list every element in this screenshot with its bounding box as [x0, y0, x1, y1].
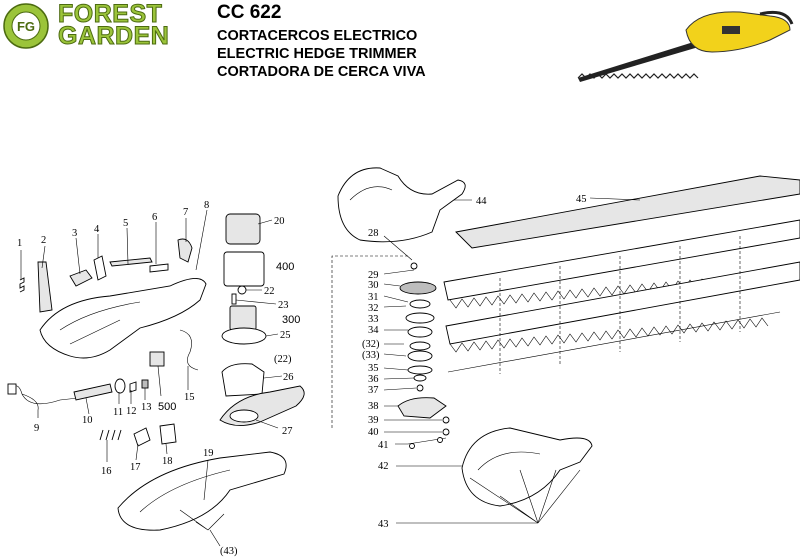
- callout-41: 41: [378, 440, 389, 451]
- callout-6: 6: [152, 212, 157, 223]
- callout-30: 30: [368, 280, 379, 291]
- callout-3: 3: [72, 228, 77, 239]
- header: FG FOREST GARDEN CC 622 CORTACERCOS ELEC…: [0, 0, 800, 90]
- callout-8: 8: [204, 200, 209, 211]
- callout-15: 15: [184, 392, 195, 403]
- leader-lines: [20, 197, 641, 547]
- callout-500: 500: [158, 401, 176, 413]
- hedge-trimmer-photo: [577, 10, 794, 82]
- callout-25: 25: [280, 330, 291, 341]
- callout-33: 33: [368, 314, 379, 325]
- part-callouts: 1 2 3 4 5 6 7 8 9 10 11 12 13 500 15 16 …: [17, 194, 587, 557]
- callout-44: 44: [476, 196, 487, 207]
- callout-32: 32: [368, 303, 379, 314]
- callout-19: 19: [203, 448, 214, 459]
- callout-13: 13: [141, 402, 152, 413]
- callout-22: 22: [264, 286, 275, 297]
- callout-29: 29: [368, 270, 379, 281]
- callout-26: 26: [283, 372, 294, 383]
- callout-28: 28: [368, 228, 379, 239]
- callout-18: 18: [162, 456, 173, 467]
- callout-7: 7: [183, 207, 188, 218]
- callout-34: 34: [368, 325, 379, 336]
- left-parts-group: [7, 213, 305, 531]
- brand-line-2: GARDEN: [57, 22, 170, 50]
- callout-20: 20: [274, 216, 285, 227]
- callout-300: 300: [282, 314, 300, 326]
- callout-45: 45: [576, 194, 587, 205]
- callout-31: 31: [368, 292, 379, 303]
- callout-9: 9: [34, 423, 39, 434]
- callout-4: 4: [94, 224, 100, 235]
- callout-43: 43: [378, 519, 389, 530]
- callout-16: 16: [101, 466, 112, 477]
- callout-22-paren: (22): [274, 354, 292, 365]
- callout-37: 37: [368, 385, 379, 396]
- title-portuguese: CORTADORA DE CERCA VIVA: [217, 64, 426, 80]
- callout-38: 38: [368, 401, 379, 412]
- model-number: CC 622: [217, 2, 282, 23]
- callout-33-paren: (33): [362, 350, 380, 361]
- forest-garden-logo: FG: [3, 3, 49, 49]
- callout-400: 400: [276, 261, 294, 273]
- title-spanish: CORTACERCOS ELECTRICO: [217, 28, 418, 44]
- callout-39: 39: [368, 415, 379, 426]
- callout-2: 2: [41, 235, 46, 246]
- callout-35: 35: [368, 363, 379, 374]
- brand-line-1: FOREST: [57, 0, 163, 28]
- callout-42: 42: [378, 461, 389, 472]
- callout-11: 11: [113, 407, 123, 418]
- svg-text:FG: FG: [17, 19, 35, 34]
- callout-40: 40: [368, 427, 379, 438]
- callout-32-paren: (32): [362, 339, 380, 350]
- callout-1: 1: [17, 238, 22, 249]
- callout-43-bottom-left: (43): [220, 546, 238, 557]
- callout-5: 5: [123, 218, 128, 229]
- callout-36: 36: [368, 374, 379, 385]
- right-parts-group: [331, 167, 800, 507]
- callout-10: 10: [82, 415, 93, 426]
- callout-17: 17: [130, 462, 141, 473]
- callout-23: 23: [278, 300, 289, 311]
- callout-12: 12: [126, 406, 137, 417]
- callout-27: 27: [282, 426, 293, 437]
- title-english: ELECTRIC HEDGE TRIMMER: [217, 46, 417, 62]
